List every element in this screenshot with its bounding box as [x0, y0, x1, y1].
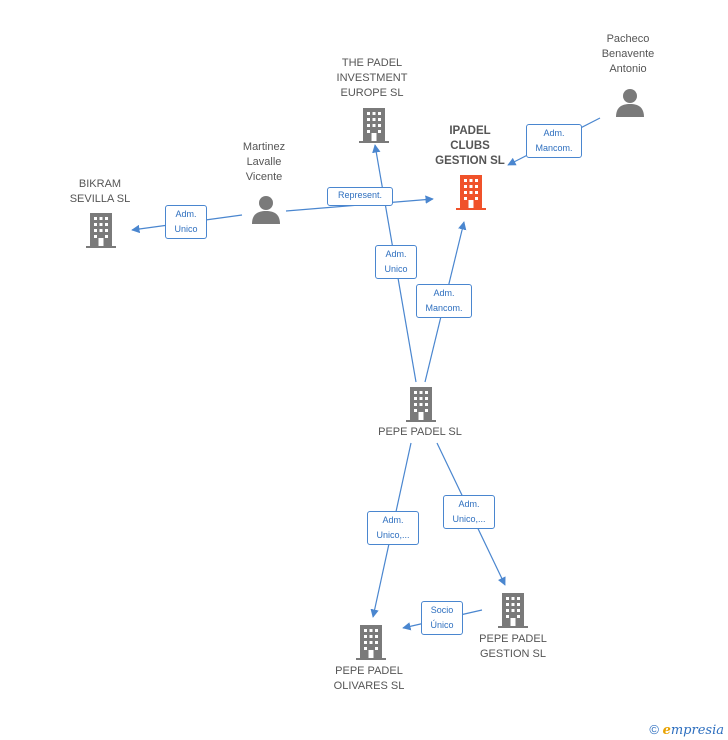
- person-icon: [252, 196, 280, 224]
- building-icon: [406, 387, 436, 422]
- node-pacheco-label[interactable]: Pacheco Benavente Antonio: [601, 33, 655, 75]
- copyright-symbol: ©: [649, 722, 659, 737]
- node-bikram-label[interactable]: BIKRAM SEVILLA SL: [69, 178, 131, 205]
- edge-label-pepe-thepadel[interactable]: Adm. Unico: [375, 245, 417, 279]
- person-icon: [616, 89, 644, 117]
- building-icon: [86, 213, 116, 248]
- edge-label-pepe-gestion[interactable]: Adm. Unico,...: [443, 495, 495, 529]
- edge-label-pacheco-ipadel[interactable]: Adm. Mancom.: [526, 124, 582, 158]
- building-icon: [456, 175, 486, 210]
- building-icon: [359, 108, 389, 143]
- node-pepe-padel-label[interactable]: PEPE PADEL SL: [378, 426, 462, 438]
- building-icon: [498, 593, 528, 628]
- node-ipadel-label[interactable]: IPADEL CLUBS GESTION SL: [435, 125, 505, 167]
- edge-label-martinez-represent[interactable]: Represent.: [327, 187, 393, 206]
- edge-label-gestion-olivares[interactable]: Socio Único: [421, 601, 463, 635]
- edge-label-martinez-bikram[interactable]: Adm. Unico: [165, 205, 207, 239]
- node-martinez-label[interactable]: Martinez Lavalle Vicente: [242, 141, 286, 183]
- edge-label-pepe-ipadel[interactable]: Adm. Mancom.: [416, 284, 472, 318]
- brand-initial: e: [662, 723, 671, 738]
- edge-label-pepe-olivares[interactable]: Adm. Unico,...: [367, 511, 419, 545]
- brand-name: mpresia: [670, 723, 724, 738]
- empresia-watermark: © empresia: [649, 722, 724, 738]
- node-pepe-gestion-label[interactable]: PEPE PADEL GESTION SL: [479, 633, 547, 660]
- node-the-padel-label[interactable]: THE PADEL INVESTMENT EUROPE SL: [336, 57, 408, 99]
- node-pepe-olivares-label[interactable]: PEPE PADEL OLIVARES SL: [333, 665, 405, 692]
- building-icon: [356, 625, 386, 660]
